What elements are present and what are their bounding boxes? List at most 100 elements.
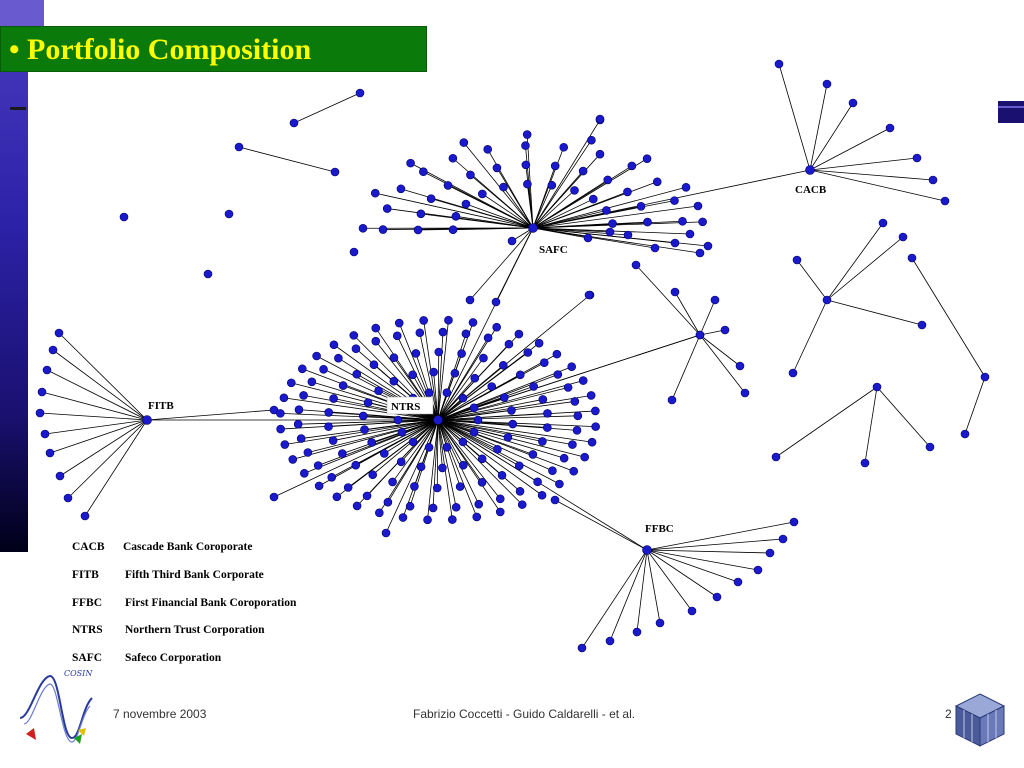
network-node — [343, 483, 353, 492]
network-node — [567, 362, 576, 372]
cube-logo-icon — [954, 693, 1006, 747]
network-edge — [437, 419, 543, 496]
network-node — [517, 500, 527, 509]
network-node — [461, 329, 471, 339]
network-node — [458, 437, 468, 447]
network-edge — [437, 387, 569, 421]
network-edge — [437, 386, 534, 421]
network-node — [521, 141, 530, 150]
network-node — [224, 209, 234, 219]
network-edge — [52, 349, 148, 421]
network-node — [587, 437, 597, 447]
network-node — [355, 88, 365, 98]
network-node — [537, 490, 547, 500]
network-node — [529, 382, 538, 391]
network-node — [735, 361, 745, 371]
hub-label-ntrs: NTRS — [391, 401, 420, 413]
network-edge — [419, 332, 439, 421]
network-node — [508, 419, 518, 429]
network-edge — [532, 190, 575, 229]
network-node — [878, 218, 888, 228]
network-edge — [532, 221, 703, 229]
network-edge — [436, 419, 439, 489]
network-node — [119, 212, 129, 222]
network-edge — [796, 259, 828, 301]
network-edge — [532, 198, 594, 229]
network-edge — [385, 419, 439, 534]
network-node — [498, 360, 508, 370]
network-edge — [437, 334, 701, 421]
network-node — [360, 425, 369, 434]
network-edge — [303, 395, 439, 421]
network-node — [379, 449, 389, 458]
network-node — [623, 230, 633, 240]
network-node — [392, 331, 402, 341]
network-node — [822, 79, 832, 89]
network-node — [474, 499, 484, 509]
network-node — [371, 336, 381, 346]
network-node — [451, 212, 461, 221]
network-node — [492, 322, 501, 332]
network-node — [568, 440, 577, 449]
network-node — [631, 260, 641, 270]
network-node — [632, 627, 642, 637]
legend-abbr: SAFC — [72, 652, 103, 664]
network-node — [443, 181, 453, 190]
network-node — [534, 338, 544, 348]
network-edge — [646, 549, 693, 612]
network-node — [374, 386, 383, 396]
left-bar-accent — [0, 0, 44, 26]
network-node — [805, 165, 815, 175]
network-node — [351, 344, 361, 353]
network-node — [548, 466, 557, 475]
network-node — [468, 318, 478, 327]
network-node — [405, 501, 415, 511]
network-node — [495, 494, 505, 504]
network-edge — [298, 419, 439, 425]
network-edge — [46, 369, 148, 421]
network-node — [608, 219, 617, 228]
network-edge — [699, 334, 746, 394]
network-node — [433, 415, 443, 425]
network-edge — [482, 193, 534, 229]
legend-name: Safeco Corporation — [125, 652, 222, 664]
network-node — [940, 196, 950, 206]
network-node — [503, 433, 513, 442]
network-node — [771, 452, 781, 462]
network-edge — [437, 415, 578, 421]
network-edge — [864, 386, 878, 464]
network-edge — [532, 139, 592, 229]
network-node — [358, 223, 368, 233]
network-node — [789, 517, 799, 527]
network-node — [912, 153, 922, 163]
network-node — [328, 436, 338, 445]
network-node — [765, 548, 775, 558]
network-edge — [333, 419, 439, 441]
network-edge — [39, 412, 148, 421]
network-node — [569, 466, 579, 476]
network-node — [381, 528, 391, 538]
network-edge — [437, 320, 449, 421]
hub-label-safc: SAFC — [539, 244, 568, 256]
network-node — [670, 196, 679, 205]
network-node — [286, 378, 296, 388]
network-node — [492, 163, 502, 173]
network-node — [515, 487, 525, 496]
network-node — [338, 449, 347, 458]
network-edge — [911, 257, 986, 378]
network-edge — [437, 342, 540, 421]
network-edge — [336, 419, 439, 498]
network-edge — [532, 227, 611, 233]
network-edge — [437, 326, 498, 421]
network-node — [514, 461, 524, 471]
network-node — [413, 225, 423, 235]
network-node — [960, 429, 970, 439]
network-node — [872, 382, 882, 392]
legend-abbr: FFBC — [72, 597, 103, 609]
network-node — [363, 398, 373, 407]
network-edge — [432, 419, 439, 508]
network-node — [458, 460, 468, 470]
network-node — [389, 353, 399, 362]
network-node — [442, 442, 452, 452]
